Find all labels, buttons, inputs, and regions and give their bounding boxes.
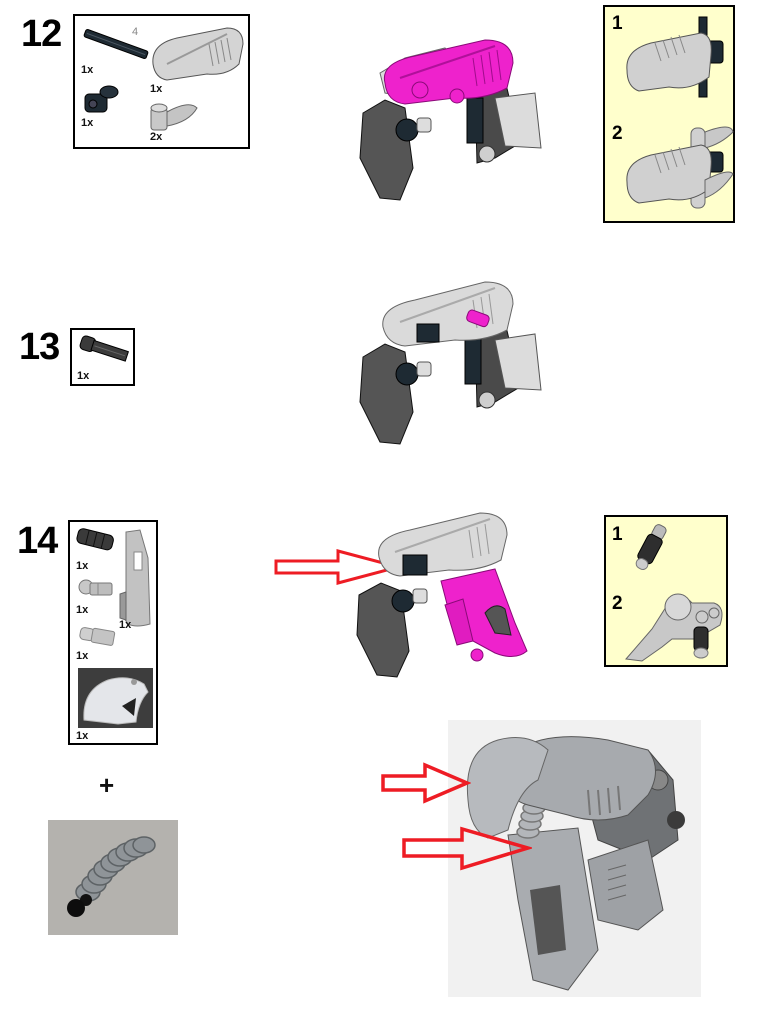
qty-label: 1x xyxy=(76,560,89,572)
substep-1-render xyxy=(630,521,670,577)
qty-label: 1x xyxy=(76,604,89,616)
subassembly-callout-step-14: 1 2 xyxy=(604,515,728,667)
qty-label: 1x xyxy=(76,730,89,742)
qty-label: 1x xyxy=(81,64,94,76)
step-number-13: 13 xyxy=(19,326,60,368)
substep-number: 1 xyxy=(612,524,623,545)
pin-3l-part-icon xyxy=(75,528,117,552)
silver-mask-photo xyxy=(78,668,153,728)
tooth-part-icon xyxy=(149,100,199,132)
qty-label: 1x xyxy=(81,117,94,129)
axle-part-icon xyxy=(81,26,151,62)
qty-label: 1x xyxy=(76,650,89,662)
qty-label: 1x xyxy=(150,83,163,95)
parts-list-step-14: 1x 1x 1x 1x 1x xyxy=(68,520,158,745)
step-14-model-render xyxy=(345,505,560,680)
axle-pin-part-icon xyxy=(76,334,132,364)
red-arrow-icon xyxy=(402,826,532,872)
parts-list-step-12: 4 1x 1x 1x 2x xyxy=(73,14,250,149)
substep-number: 2 xyxy=(612,593,623,614)
qty-label: 1x xyxy=(119,619,132,631)
qty-label: 1x xyxy=(77,370,90,382)
step-13-model-render xyxy=(345,272,560,447)
axle-length-label: 4 xyxy=(132,26,139,38)
connector-part-icon xyxy=(81,82,121,116)
substep-1-render xyxy=(621,15,731,105)
substep-2-render xyxy=(622,587,727,665)
step-12-model-render xyxy=(345,18,560,203)
substep-number: 1 xyxy=(612,13,623,34)
plus-sign: + xyxy=(99,770,115,800)
red-arrow-icon xyxy=(274,549,404,587)
parts-list-step-13: 1x xyxy=(70,328,135,386)
shell-part-icon xyxy=(147,24,247,82)
subassembly-callout-step-12: 1 2 xyxy=(603,5,735,223)
ribbed-tube-photo xyxy=(48,820,178,935)
substep-number: 2 xyxy=(612,123,623,144)
ball-pin-light-part-icon xyxy=(78,624,118,648)
red-arrow-icon xyxy=(381,762,471,804)
panel-part-icon xyxy=(116,528,156,628)
ball-pin-part-icon xyxy=(78,578,114,600)
step-number-14: 14 xyxy=(17,520,58,562)
qty-label: 2x xyxy=(150,131,163,143)
step-number-12: 12 xyxy=(21,13,62,55)
substep-2-render xyxy=(621,122,736,222)
